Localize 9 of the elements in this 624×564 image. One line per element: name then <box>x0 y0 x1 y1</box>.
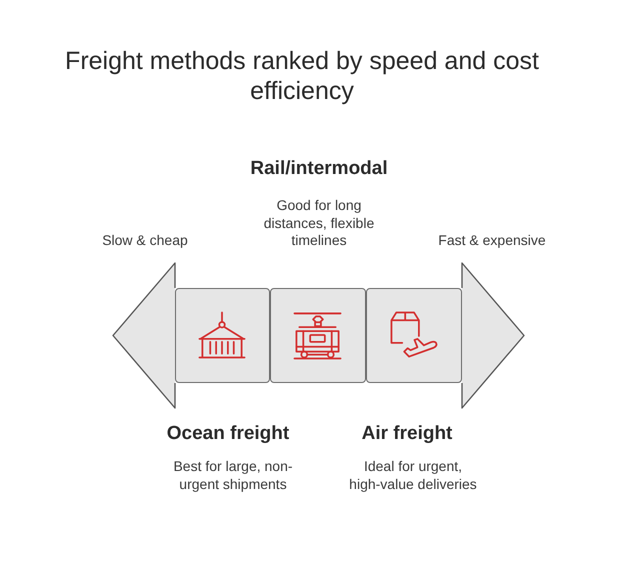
method-title: Air freight <box>360 422 454 446</box>
method-description: Good for long distances, flexible timelines <box>262 197 376 250</box>
speed-label: Fast & expensive <box>437 231 547 249</box>
speed-label: Slow & cheap <box>101 231 189 249</box>
method-description: Best for large, non-urgent shipments <box>172 458 294 493</box>
method-description: Ideal for urgent, high-value deliveries <box>348 458 478 493</box>
diagram-title: Freight methods ranked by speed and cost efficiency <box>64 46 540 106</box>
method-title: Ocean freight <box>166 422 290 446</box>
method-title: Rail/intermodal <box>249 157 389 181</box>
